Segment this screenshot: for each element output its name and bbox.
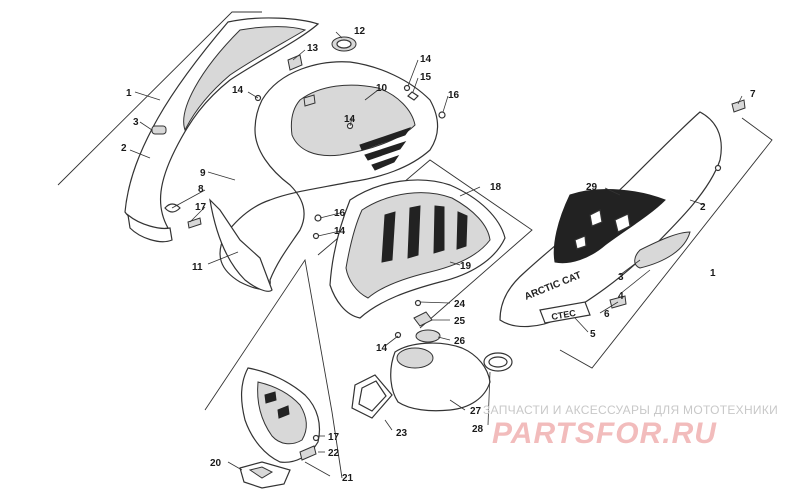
callout-10: 10 — [376, 83, 388, 94]
leader-lines — [129, 31, 743, 477]
callout-14: 14 — [344, 114, 356, 125]
callout-8: 8 — [198, 184, 204, 195]
callout-29: 29 — [586, 182, 598, 193]
callout-14: 14 — [334, 226, 346, 237]
bottom-nose-panel — [239, 367, 321, 489]
frame-right-hood — [559, 117, 773, 369]
fastener-17 — [187, 217, 202, 229]
cover-26 — [415, 329, 441, 343]
callout-4: 4 — [618, 291, 624, 302]
callout-labels: 1 1 2 2 3 3 4 5 6 7 8 9 10 11 12 13 14 1… — [121, 26, 756, 484]
callout-23: 23 — [396, 428, 408, 439]
callout-3: 3 — [133, 117, 139, 128]
screw-17 — [312, 434, 320, 442]
callout-18: 18 — [490, 182, 502, 193]
clip-13 — [287, 54, 303, 71]
callout-13: 13 — [307, 43, 319, 54]
screw-14e — [394, 331, 402, 339]
lower-nose — [209, 198, 273, 292]
callout-19: 19 — [460, 261, 472, 272]
callout-3: 3 — [618, 272, 624, 283]
callout-5: 5 — [590, 329, 596, 340]
right-screw — [714, 164, 722, 172]
right-side-panel: ARCTIC CAT CTEC — [499, 99, 746, 328]
screw-14d — [312, 232, 320, 240]
screw-16a — [438, 111, 446, 119]
grommet-25 — [413, 311, 433, 327]
callout-1: 1 — [126, 88, 132, 99]
callout-27: 27 — [470, 406, 482, 417]
watermark-tagline: ЗАПЧАСТИ И АКСЕССУАРЫ ДЛЯ МОТОТЕХНИКИ — [483, 403, 779, 417]
right-panel-trim-4 — [634, 231, 691, 269]
model-decal: CTEC — [551, 308, 577, 322]
nose-panel-holes — [264, 391, 290, 419]
left-side-panel — [124, 17, 320, 243]
gauge-cap-12-inner — [336, 39, 352, 49]
callout-16: 16 — [334, 208, 346, 219]
side-clip — [303, 94, 316, 107]
belly-pan — [329, 179, 506, 319]
air-intake — [351, 299, 513, 419]
screw-24 — [414, 299, 422, 307]
bracket-20-detail — [248, 466, 274, 479]
callout-15: 15 — [420, 72, 432, 83]
callout-12: 12 — [354, 26, 366, 37]
callout-21: 21 — [342, 473, 354, 484]
intake-gasket-23-inner — [358, 380, 387, 412]
left-panel-clip-3 — [151, 125, 167, 135]
clamp-28-inner — [488, 356, 508, 368]
clip-15 — [407, 91, 419, 101]
screw-14b — [403, 84, 411, 92]
callout-11: 11 — [192, 262, 203, 273]
frame-left-hood — [57, 11, 262, 186]
belly-pan-ribs — [381, 205, 468, 263]
callout-28: 28 — [472, 424, 484, 435]
callout-24: 24 — [454, 299, 466, 310]
callout-22: 22 — [328, 448, 340, 459]
callout-17: 17 — [195, 202, 207, 213]
callout-25: 25 — [454, 316, 466, 327]
callout-20: 20 — [210, 458, 222, 469]
frame-bottom-panel — [204, 258, 343, 479]
right-panel-graphic-holes — [574, 209, 631, 250]
callout-26: 26 — [454, 336, 466, 347]
callout-1: 1 — [710, 268, 716, 279]
callout-2: 2 — [700, 202, 706, 213]
callout-17: 17 — [328, 432, 340, 443]
callout-6: 6 — [604, 309, 610, 320]
callout-16: 16 — [448, 90, 460, 101]
right-panel-decal-5 — [539, 301, 591, 324]
hood-vent-slats — [359, 127, 412, 171]
intake-duct-mouth — [396, 347, 434, 369]
callout-14: 14 — [232, 85, 244, 96]
callout-14: 14 — [376, 343, 388, 354]
left-panel-trim-2 — [127, 213, 173, 243]
left-side-panel-inner — [183, 26, 307, 132]
clip-22 — [299, 445, 317, 461]
callout-14: 14 — [420, 54, 432, 65]
right-clip-7 — [731, 99, 746, 113]
upper-hood — [187, 36, 446, 292]
callout-7: 7 — [750, 89, 756, 100]
watermark-logo: PARTSFOR.RU — [492, 417, 717, 450]
callout-2: 2 — [121, 143, 127, 154]
callout-9: 9 — [200, 168, 206, 179]
